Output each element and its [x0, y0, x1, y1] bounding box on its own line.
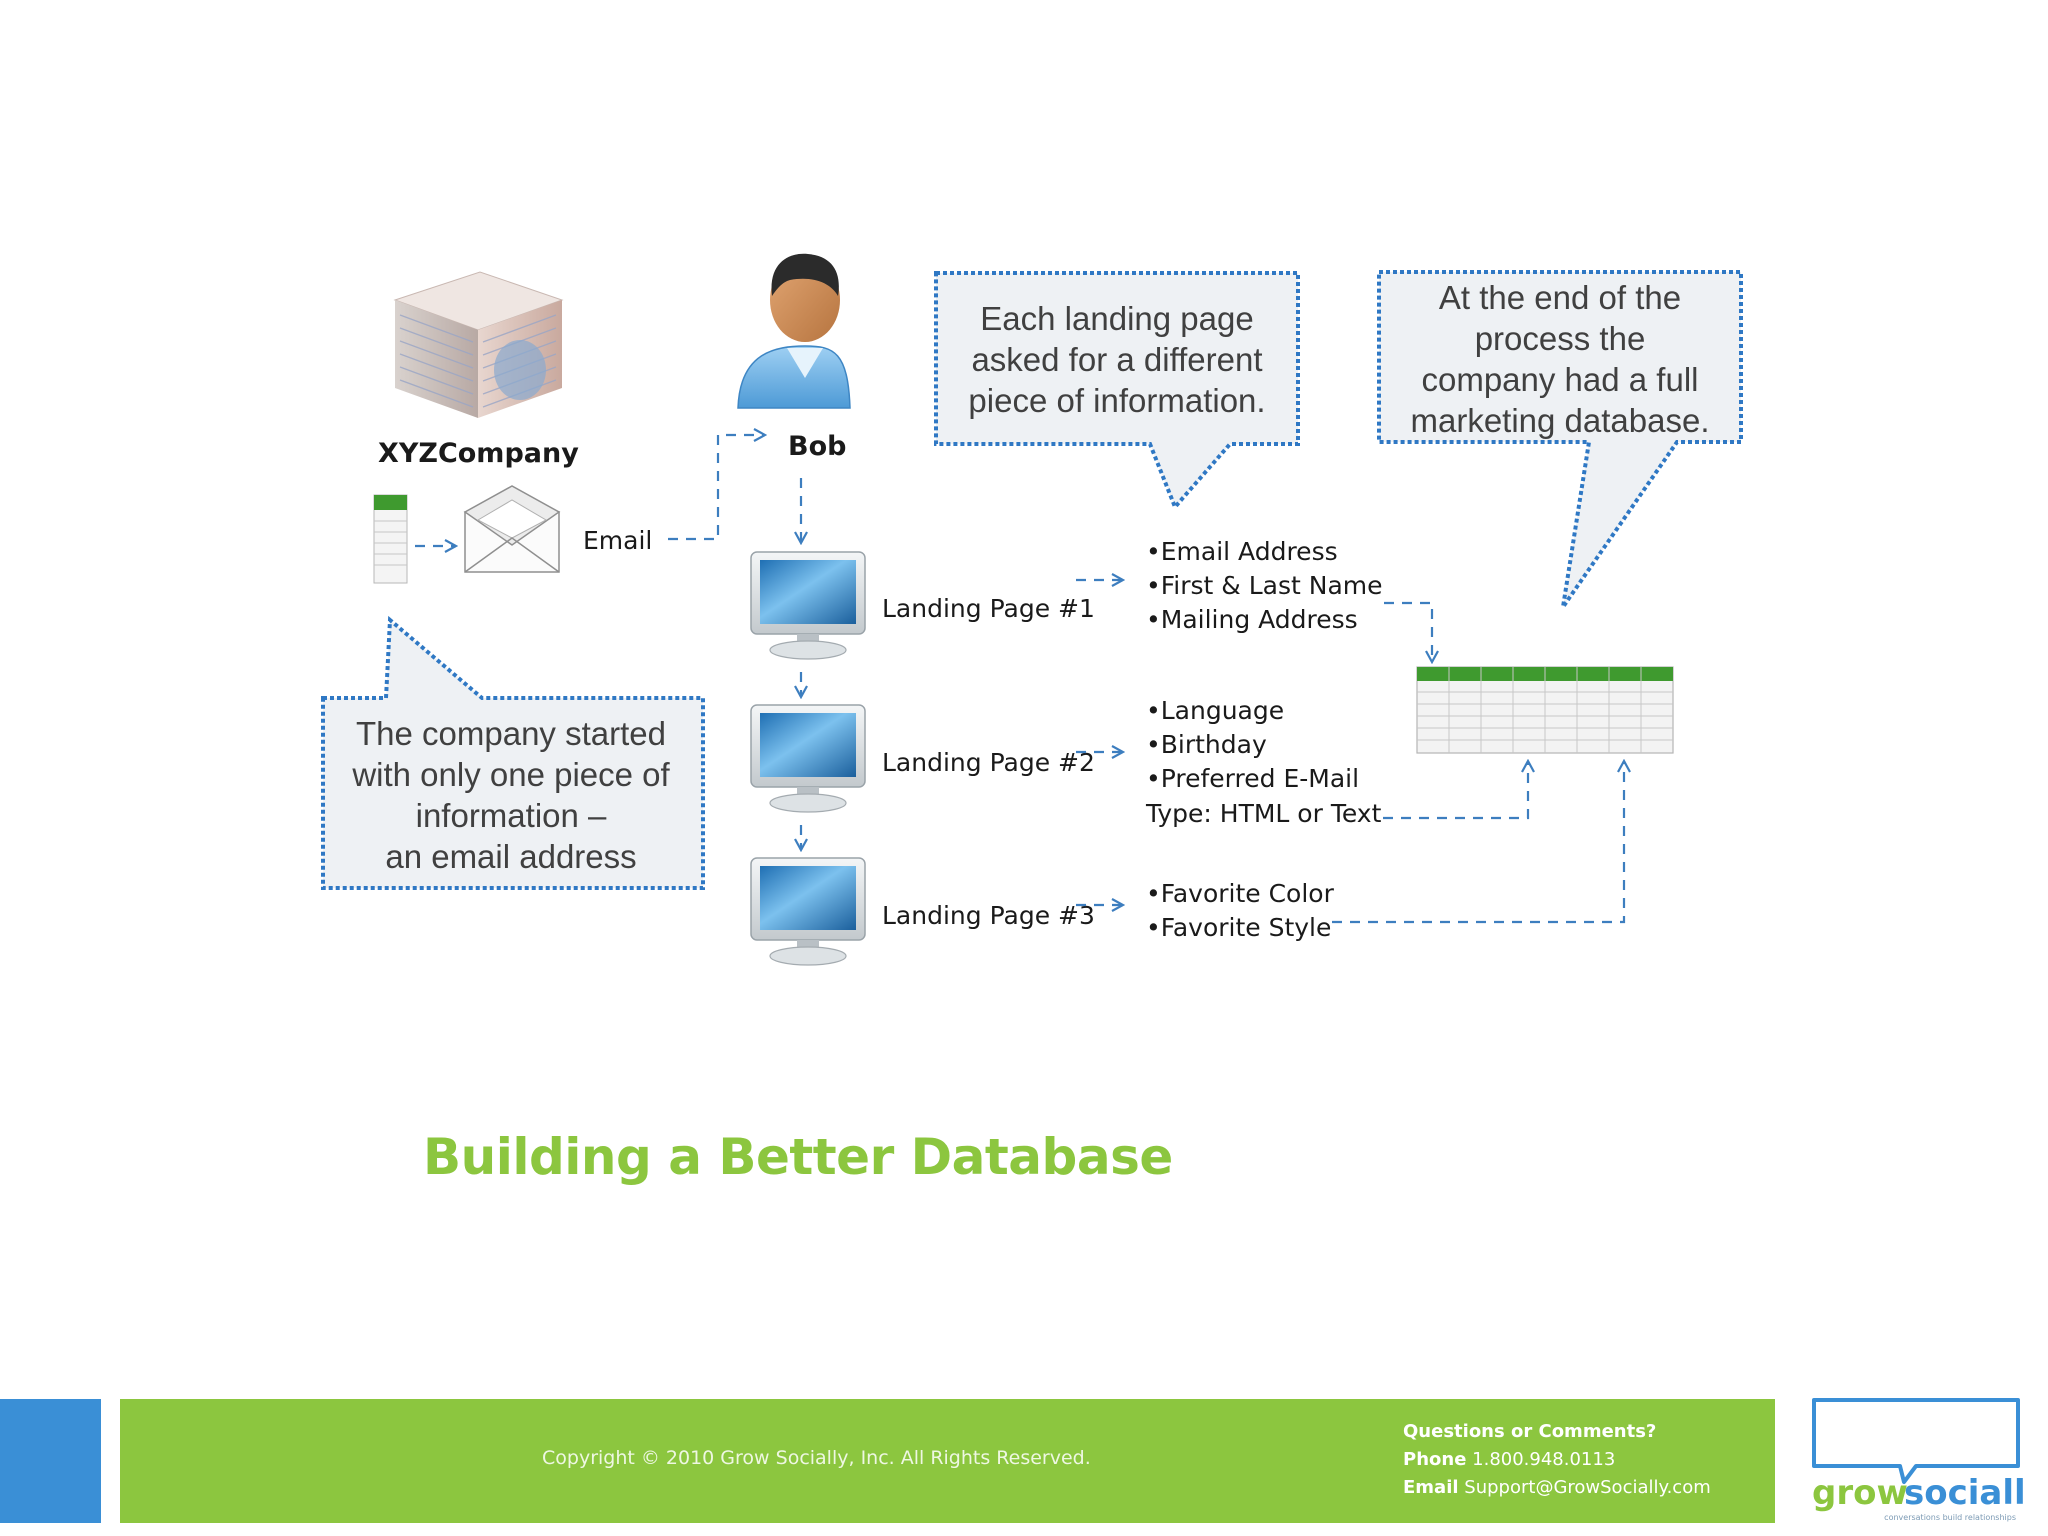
callout-end-result-line: company had a full: [1421, 361, 1698, 398]
monitor-icon: [750, 857, 866, 966]
arrow-email-to-bob: [668, 435, 765, 541]
landing-page-3-field: •Favorite Style: [1146, 913, 1331, 942]
person-icon: [737, 253, 851, 409]
footer-blue-block: [0, 1399, 101, 1523]
logo-word-socially: socially: [1904, 1473, 2026, 1513]
callout-company-start-line: The company started: [356, 715, 666, 752]
grow-socially-logo: grow socially conversations build relati…: [1812, 1398, 2026, 1522]
arrow-fields-1-to-database: [1384, 601, 1432, 662]
landing-page-2-field: Type: HTML or Text: [1145, 799, 1382, 828]
landing-page-1-field: •Email Address: [1146, 537, 1338, 566]
footer-phone: 1.800.948.0113: [1472, 1449, 1616, 1470]
callout-company-start-line: an email address: [385, 838, 636, 875]
callout-landing-info-line: piece of information.: [968, 382, 1265, 419]
landing-page-2-field: •Language: [1146, 696, 1284, 725]
footer-bar: [120, 1399, 1775, 1523]
logo-word-grow: grow: [1812, 1473, 1908, 1513]
landing-page-3-label: Landing Page #3: [882, 901, 1095, 930]
callout-landing-info-line: asked for a different: [971, 341, 1262, 378]
landing-page-2-label: Landing Page #2: [882, 748, 1095, 777]
footer-email-link[interactable]: Support@GrowSocially.com: [1464, 1477, 1711, 1498]
callout-end-result-line: process the: [1475, 320, 1646, 357]
email-label: Email: [583, 526, 652, 555]
marketing-database-table-icon: [1416, 666, 1674, 754]
callout-company-start-line: information –: [416, 797, 607, 834]
footer-copyright: Copyright © 2010 Grow Socially, Inc. All…: [542, 1447, 1091, 1469]
callout-end-result-line: marketing database.: [1410, 402, 1709, 439]
footer-email-label: Email: [1403, 1477, 1459, 1498]
landing-page-2-field: •Preferred E-Mail: [1146, 764, 1359, 793]
arrow-fields-3-to-database: [1332, 761, 1624, 924]
callout-end-result: At the end of the process the company ha…: [1377, 270, 1743, 609]
callout-landing-info: Each landing page asked for a different …: [934, 271, 1300, 511]
landing-page-1-field: •Mailing Address: [1146, 605, 1358, 634]
footer-phone-label: Phone: [1403, 1449, 1467, 1470]
arrow-fields-2-to-database: [1383, 761, 1528, 820]
email-list-table-icon: [373, 494, 408, 584]
person-label: Bob: [788, 431, 846, 462]
landing-page-1-label: Landing Page #1: [882, 594, 1095, 623]
callout-company-start-line: with only one piece of: [351, 756, 670, 793]
callout-end-result-line: At the end of the: [1439, 279, 1681, 316]
company-label: XYZCompany: [378, 438, 579, 469]
landing-page-3-field: •Favorite Color: [1146, 879, 1335, 908]
landing-page-1-field: •First & Last Name: [1146, 571, 1383, 600]
slide-title: Building a Better Database: [423, 1128, 1173, 1186]
monitor-icon: [750, 704, 866, 813]
envelope-icon: [463, 485, 561, 573]
monitor-icon: [750, 551, 866, 660]
office-building-icon: [393, 271, 564, 418]
callout-landing-info-line: Each landing page: [980, 300, 1253, 337]
connector-arrows: [415, 435, 1624, 924]
footer-contact: Questions or Comments? Phone 1.800.948.0…: [1403, 1418, 1711, 1502]
landing-page-2-field: •Birthday: [1146, 730, 1267, 759]
callout-company-start: The company started with only one piece …: [321, 615, 705, 890]
logo-tagline: conversations build relationships: [1884, 1513, 2016, 1522]
footer-questions: Questions or Comments?: [1403, 1421, 1657, 1442]
